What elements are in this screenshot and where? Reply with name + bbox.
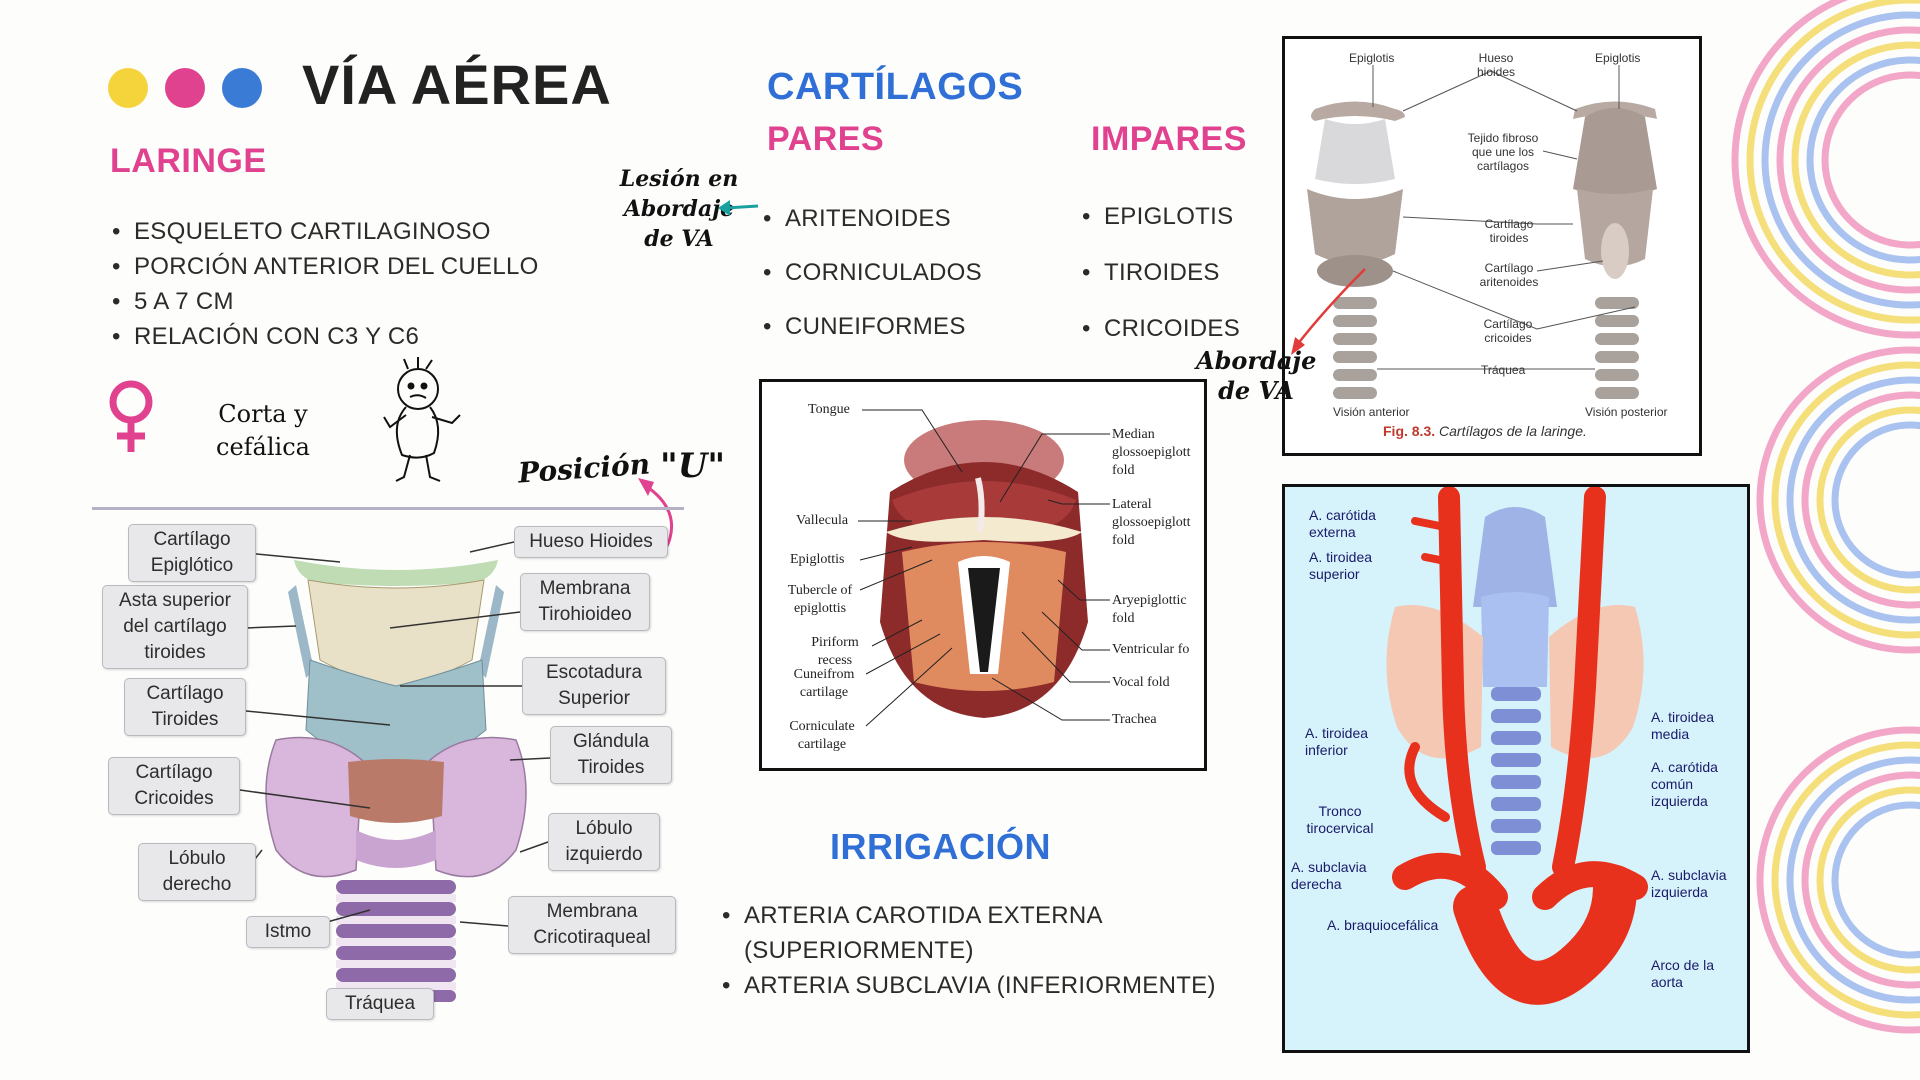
glottis-figure: Tongue Vallecula Epiglottis Tubercle of … bbox=[759, 379, 1207, 771]
glottis-label-tongue: Tongue bbox=[808, 402, 850, 417]
glottis-label-vocal-fold: Vocal fold bbox=[1112, 675, 1170, 690]
divider bbox=[92, 507, 684, 510]
label-glandula-tiroides: Glándula Tiroides bbox=[550, 726, 672, 784]
glottis-label-lateral: Lateral glossoepiglott fold bbox=[1112, 497, 1191, 548]
glottis-label-piriform: Piriform recess bbox=[811, 635, 859, 668]
glottis-label-trachea: Trachea bbox=[1112, 712, 1157, 727]
female-icon bbox=[109, 380, 153, 452]
female-note: Corta y cefálica bbox=[216, 400, 310, 461]
vasc-label-braquiocefalica: A. braquiocefálica bbox=[1327, 917, 1439, 933]
list-item: PORCIÓN ANTERIOR DEL CUELLO bbox=[112, 249, 539, 284]
vasc-label-tiroidea-media: A. tiroidea media bbox=[1651, 709, 1715, 742]
vasc-label-tronco-tirocervical: Tronco tirocervical bbox=[1306, 803, 1374, 836]
vasc-label-tiroidea-inferior: A. tiroidea inferior bbox=[1305, 725, 1369, 758]
list-item: ARITENOIDES bbox=[763, 192, 982, 246]
list-item: CORNICULADOS bbox=[763, 246, 982, 300]
handwritten-lesion: Lesión en Abordaje de VA bbox=[614, 164, 744, 254]
glottis-label-cuneiform: Cuneifrom cartilage bbox=[793, 667, 855, 700]
label-tejido-fibroso: Tejido fibroso que une los cartílagos bbox=[1467, 131, 1539, 173]
blue-dot bbox=[222, 68, 262, 108]
label-cartilago-cricoides: Cartílago cricoides bbox=[1483, 317, 1533, 345]
label-traquea: Tráquea bbox=[1481, 363, 1526, 377]
yellow-dot bbox=[108, 68, 148, 108]
figure-caption: Fig. 8.3. Cartílagos de la laringe. bbox=[1383, 423, 1587, 439]
label-cartilago-epiglotico: Cartílago Epiglótico bbox=[128, 524, 256, 582]
vascular-illustration bbox=[1386, 487, 1648, 1005]
laringe-heading: LARINGE bbox=[110, 142, 267, 180]
list-item: CUNEIFORMES bbox=[763, 300, 982, 354]
label-lobulo-izquierdo: Lóbulo izquierdo bbox=[548, 813, 660, 871]
glottis-label-vallecula: Vallecula bbox=[796, 513, 849, 528]
pink-dot bbox=[165, 68, 205, 108]
list-item: 5 A 7 CM bbox=[112, 284, 539, 319]
impares-heading: IMPARES bbox=[1091, 120, 1247, 158]
handwritten-line: Abordaje bbox=[623, 196, 735, 222]
list-item: TIROIDES bbox=[1082, 245, 1240, 301]
label-cartilago-aritenoides: Cartílago aritenoides bbox=[1479, 261, 1539, 289]
caption-text: Cartílagos de la laringe. bbox=[1439, 423, 1587, 439]
label-traquea: Tráquea bbox=[326, 988, 434, 1020]
handwritten-line: Abordaje bbox=[1196, 346, 1317, 375]
handwritten-line: de VA bbox=[1218, 376, 1294, 405]
caption-number: Fig. 8.3. bbox=[1383, 423, 1436, 439]
cartilage-figure: Epiglotis Hueso hioides Epiglotis Tejido… bbox=[1282, 36, 1702, 456]
glottis-label-ventricular: Ventricular fo bbox=[1112, 642, 1190, 657]
glottis-label-aryepiglottic: Aryepiglottic fold bbox=[1112, 593, 1187, 626]
label-cartilago-tiroides: Cartílago tiroides bbox=[1484, 217, 1534, 245]
label-escotadura-superior: Escotadura Superior bbox=[522, 657, 666, 715]
list-item: ARTERIA SUBCLAVIA (INFERIORMENTE) bbox=[722, 968, 1242, 1003]
label-epiglotis-left: Epiglotis bbox=[1349, 51, 1395, 65]
vasc-label-arco-aorta: Arco de la aorta bbox=[1651, 957, 1715, 990]
handwritten-line: Lesión en bbox=[619, 166, 739, 192]
label-membrana-tirohioideo: Membrana Tirohioideo bbox=[520, 573, 650, 631]
list-item: EPIGLOTIS bbox=[1082, 189, 1240, 245]
list-item: RELACIÓN CON C3 Y C6 bbox=[112, 319, 539, 354]
larynx-leader-lines bbox=[235, 541, 551, 927]
handwritten-u: "U" bbox=[660, 446, 726, 486]
handwritten-line: de VA bbox=[644, 226, 714, 252]
vasc-label-carotida-externa: A. carótida externa bbox=[1309, 507, 1376, 540]
glottis-label-epiglottis: Epiglottis bbox=[790, 552, 845, 567]
vasc-label-subclavia-izq: A. subclavia izquierda bbox=[1651, 867, 1727, 900]
stick-figure-doodle bbox=[383, 357, 461, 482]
decorative-rings bbox=[1731, 0, 1920, 1034]
label-hueso-hioides: Hueso Hioides bbox=[514, 526, 668, 558]
irrigacion-heading: IRRIGACIÓN bbox=[830, 826, 1051, 867]
label-epiglotis-right: Epiglotis bbox=[1595, 51, 1641, 65]
vasc-label-carotida-comun-izq: A. carótida común izquierda bbox=[1651, 759, 1718, 809]
page-title: VÍA AÉREA bbox=[302, 53, 612, 116]
list-item: ESQUELETO CARTILAGINOSO bbox=[112, 214, 539, 249]
label-istmo: Istmo bbox=[246, 916, 330, 948]
pares-list: ARITENOIDES CORNICULADOS CUNEIFORMES bbox=[763, 192, 982, 354]
label-lobulo-derecho: Lóbulo derecho bbox=[138, 843, 256, 901]
irrigacion-list: ARTERIA CAROTIDA EXTERNA (SUPERIORMENTE)… bbox=[722, 898, 1242, 1003]
label-hueso-hioides: Hueso hioides bbox=[1476, 51, 1516, 79]
teal-arrow-icon bbox=[718, 200, 759, 216]
label-cartilago-cricoides: Cartílago Cricoides bbox=[108, 757, 240, 815]
laringe-list: ESQUELETO CARTILAGINOSO PORCIÓN ANTERIOR… bbox=[112, 214, 539, 354]
cartilagos-heading: CARTÍLAGOS bbox=[767, 66, 1024, 108]
vasc-label-tiroidea-superior: A. tiroidea superior bbox=[1309, 549, 1373, 582]
label-membrana-cricotiraqueal: Membrana Cricotiraqueal bbox=[508, 896, 676, 954]
glottis-label-tubercle: Tubercle of epiglottis bbox=[787, 583, 853, 616]
impares-list: EPIGLOTIS TIROIDES CRICOIDES bbox=[1082, 189, 1240, 357]
list-item: ARTERIA CAROTIDA EXTERNA (SUPERIORMENTE) bbox=[722, 898, 1242, 968]
view-anterior-label: Visión anterior bbox=[1333, 405, 1410, 419]
label-asta-superior: Asta superior del cartílago tiroides bbox=[102, 585, 248, 669]
glottis-label-median: Median glossoepiglott fold bbox=[1112, 427, 1191, 478]
cartilage-illustration bbox=[1291, 65, 1657, 399]
label-cartilago-tiroides: Cartílago Tiroides bbox=[124, 678, 246, 736]
view-posterior-label: Visión posterior bbox=[1585, 405, 1668, 419]
list-item: CRICOIDES bbox=[1082, 301, 1240, 357]
glottis-label-corniculate: Corniculate cartilage bbox=[789, 719, 855, 752]
handwritten-abordaje: Abordaje de VA bbox=[1196, 346, 1316, 406]
pares-heading: PARES bbox=[767, 120, 885, 158]
vasc-label-subclavia-derecha: A. subclavia derecha bbox=[1291, 859, 1367, 892]
vascular-figure: A. carótida externa A. tiroidea superior… bbox=[1282, 484, 1750, 1053]
